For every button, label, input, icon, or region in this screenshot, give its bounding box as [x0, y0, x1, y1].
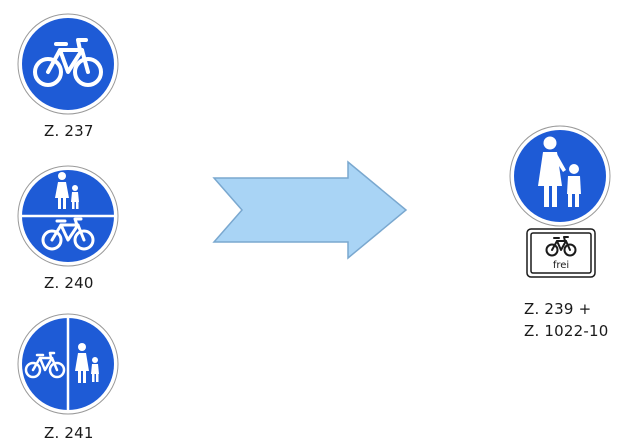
caption-z237: Z. 237 [44, 122, 94, 140]
sign-z237-bicycle-path [17, 13, 119, 115]
caption-z241: Z. 241 [44, 424, 94, 442]
supplementary-sign-1022-10: frei [526, 228, 596, 278]
bicycle-icon [41, 217, 95, 251]
pedestrian-adult-child-icon [538, 136, 581, 207]
sign-z240-shared-path [17, 165, 119, 267]
sign-z241-segregated-path [17, 313, 119, 415]
supplementary-text: frei [553, 260, 569, 271]
caption-z240: Z. 240 [44, 274, 94, 292]
pedestrian-adult-child-icon [75, 343, 99, 383]
bicycle-icon [545, 236, 577, 257]
caption-z239-line1: Z. 239 + [524, 300, 592, 318]
caption-z239-line2: Z. 1022-10 [524, 322, 609, 340]
sign-z239-footpath [509, 125, 611, 227]
pedestrian-adult-child-icon [55, 172, 79, 209]
bicycle-icon [24, 351, 66, 379]
bicycle-icon [33, 38, 103, 87]
right-arrow-shape [212, 160, 408, 260]
